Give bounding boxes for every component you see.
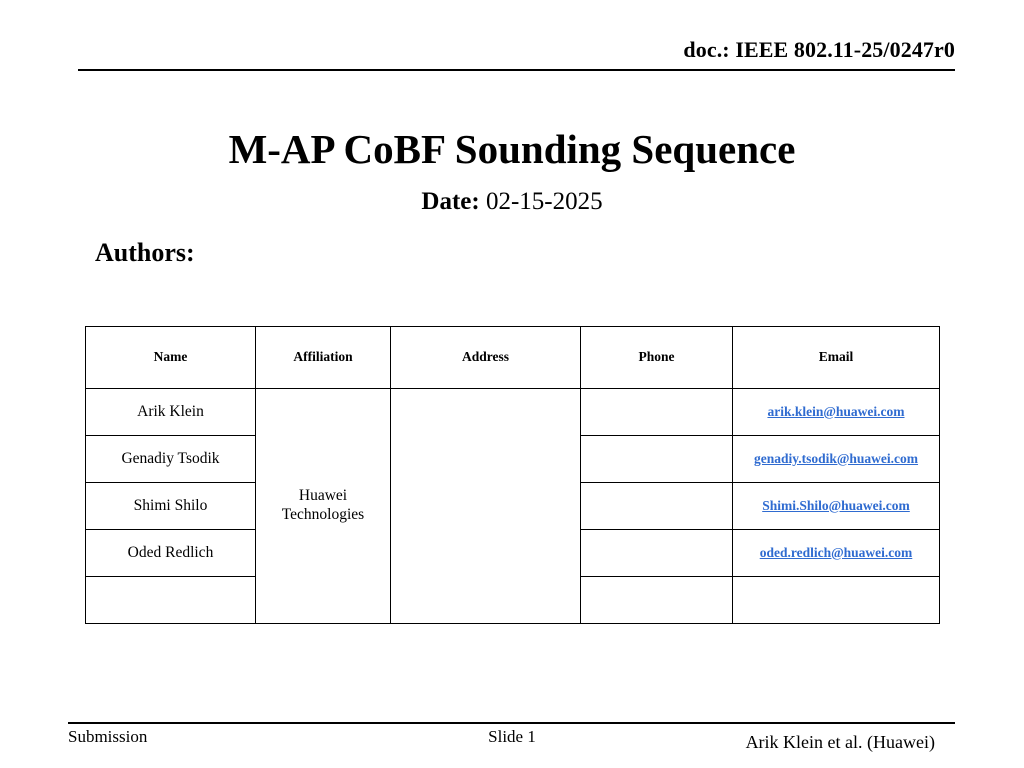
column-header-name: Name [85, 326, 256, 389]
cell-name: Genadiy Tsodik [85, 435, 256, 483]
email-link[interactable]: Shimi.Shilo@huawei.com [762, 497, 910, 513]
authors-table-container: Name Affiliation Address Phone Email Ari… [85, 326, 940, 624]
column-header-phone: Phone [580, 326, 733, 389]
column-header-email: Email [732, 326, 940, 389]
date-value: 02-15-2025 [485, 188, 603, 215]
cell-name [85, 576, 256, 624]
authors-table: Name Affiliation Address Phone Email Ari… [85, 326, 940, 624]
email-link[interactable]: genadiy.tsodik@huawei.com [753, 450, 919, 466]
table-row: Oded Redlich oded.redlich@huawei.com [85, 529, 940, 577]
cell-email: arik.klein@huawei.com [732, 388, 940, 436]
cell-name: Shimi Shilo [85, 482, 256, 530]
email-link[interactable]: arik.klein@huawei.com [767, 403, 905, 419]
cell-email [732, 576, 940, 624]
header-divider-rule [78, 69, 955, 71]
table-row [85, 576, 940, 624]
cell-phone [580, 388, 733, 436]
cell-name: Arik Klein [85, 388, 256, 436]
table-row: Shimi Shilo Shimi.Shilo@huawei.com [85, 482, 940, 530]
footer-submission-label: Submission [68, 727, 148, 746]
cell-address-merged [390, 388, 581, 624]
column-header-affiliation: Affiliation [255, 326, 391, 389]
authors-heading: Authors: [95, 238, 195, 267]
cell-phone [580, 435, 733, 483]
footer-author-attribution: Arik Klein et al. (Huawei) [745, 732, 935, 752]
document-header-id: doc.: IEEE 802.11-25/0247r0 [683, 37, 955, 62]
footer-divider-rule [68, 722, 955, 724]
cell-email: Shimi.Shilo@huawei.com [732, 482, 940, 530]
cell-phone [580, 576, 733, 624]
email-link[interactable]: oded.redlich@huawei.com [759, 544, 913, 560]
column-header-address: Address [390, 326, 581, 389]
table-row: Arik Klein Huawei Technologies arik.klei… [85, 388, 940, 624]
cell-phone [580, 482, 733, 530]
page-title: M-AP CoBF Sounding Sequence [228, 126, 796, 173]
cell-email: oded.redlich@huawei.com [732, 529, 940, 577]
cell-affiliation-merged: Huawei Technologies [255, 388, 391, 624]
cell-email: genadiy.tsodik@huawei.com [732, 435, 940, 483]
cell-phone [580, 529, 733, 577]
date-line: Date: 02-15-2025 [62, 188, 962, 217]
table-header-row: Name Affiliation Address Phone Email [85, 326, 940, 389]
date-label: Date: [421, 188, 480, 215]
cell-name: Oded Redlich [85, 529, 256, 577]
